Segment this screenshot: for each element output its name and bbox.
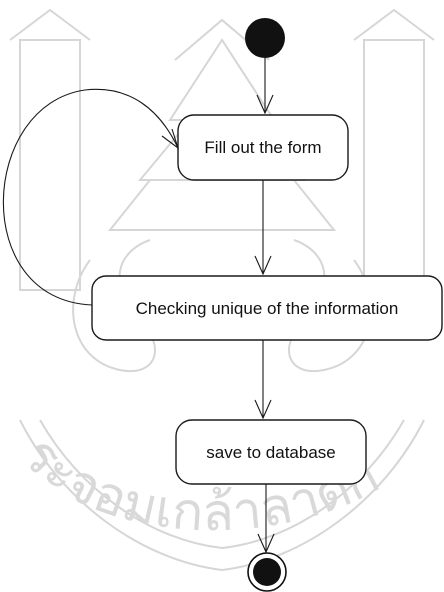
initial-node: [245, 18, 285, 58]
final-node: [247, 552, 287, 592]
arrowhead-check: [254, 255, 272, 276]
arrowhead-end: [257, 533, 275, 554]
action-save-to-database: save to database: [175, 419, 367, 485]
arrowhead-save: [254, 399, 272, 420]
action-label-checking-unique: Checking unique of the information: [136, 299, 399, 318]
action-fill-out-the-form: Fill out the form: [177, 114, 349, 181]
arrowhead-fill: [256, 94, 274, 115]
arrowhead-loop-back: [161, 128, 180, 150]
action-label-fill-form: Fill out the form: [204, 138, 321, 157]
edge-loop-back: [2, 88, 179, 306]
action-checking-unique: Checking unique of the information: [91, 275, 443, 341]
action-label-save-database: save to database: [206, 443, 335, 462]
